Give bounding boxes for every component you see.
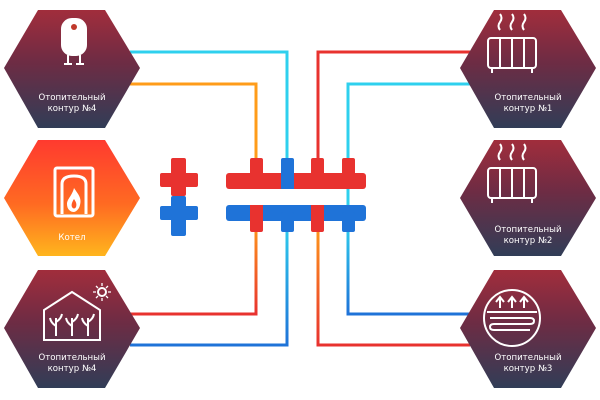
greenhouse-label-line1: Отопительный — [38, 353, 105, 363]
water-heater-label-line2: контур №4 — [48, 104, 97, 114]
radiator1-label-line1: Отопительный — [494, 93, 561, 103]
radiator1-label-line2: контур №1 — [504, 104, 553, 114]
boiler-label: Котел — [58, 233, 85, 243]
node-boiler[interactable]: Котел — [4, 140, 140, 256]
radiator2-label-line2: контур №2 — [504, 236, 553, 246]
node-radiator2[interactable]: Отопительный контур №2 — [460, 140, 596, 256]
flame-icon — [53, 166, 95, 218]
greenhouse-icon — [43, 283, 111, 341]
manifold — [226, 158, 366, 232]
radiator-icon — [487, 13, 537, 73]
radiator2-label-line1: Отопительный — [494, 225, 561, 235]
pipe-radiator1-supply — [316, 50, 470, 158]
floor-heating-label-line1: Отопительный — [494, 353, 561, 363]
pipe-greenhouse-return — [130, 220, 289, 347]
water-heater-label-line1: Отопительный — [38, 93, 105, 103]
node-radiator1[interactable]: Отопительный контур №1 — [460, 10, 596, 128]
radiator-icon — [487, 143, 537, 203]
pipe-water-heater-supply — [130, 82, 258, 165]
pipe-floor-supply — [316, 220, 470, 347]
pipe-floor-return — [346, 220, 470, 316]
floor-heating-label-line2: контур №3 — [504, 364, 553, 374]
node-water-heater[interactable]: Отопительный контур №4 — [4, 10, 140, 128]
node-greenhouse[interactable]: Отопительный контур №4 — [4, 270, 140, 388]
pipe-water-heater-return — [130, 50, 289, 158]
hydraulic-separator — [160, 158, 198, 236]
water-heater-icon — [61, 18, 87, 65]
pipe-radiator1-return — [346, 82, 470, 218]
underfloor-heating-icon — [483, 289, 541, 347]
greenhouse-label-line2: контур №4 — [48, 364, 97, 374]
pipe-greenhouse-supply — [130, 220, 258, 316]
node-floor-heating[interactable]: Отопительный контур №3 — [460, 270, 596, 388]
